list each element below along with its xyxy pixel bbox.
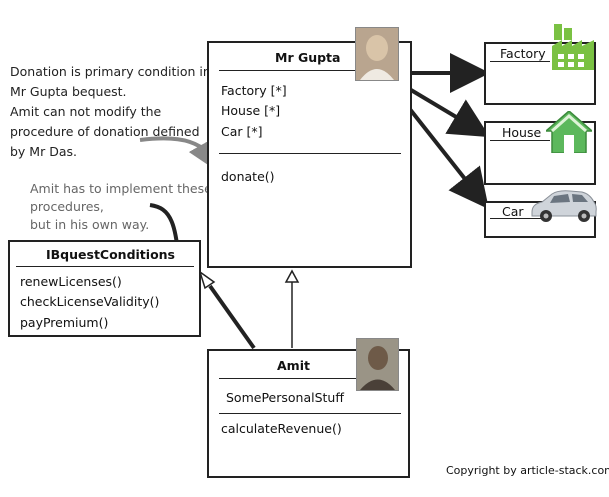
copyright-text: Copyright by article-stack.com: [446, 464, 609, 477]
method: calculateRevenue(): [221, 421, 342, 436]
note-line: Amit has to implement these: [30, 181, 212, 196]
title-divider: [219, 378, 359, 379]
note-line: but in his own way.: [30, 217, 150, 232]
attribute: House [*]: [221, 103, 281, 118]
attribute: SomePersonalStuff: [226, 390, 344, 405]
method: payPremium(): [20, 315, 109, 330]
class-title: House: [502, 125, 542, 140]
note-line: procedures,: [30, 199, 104, 214]
person-photo-icon: [355, 27, 399, 81]
class-factory[interactable]: Factory: [484, 42, 596, 105]
house-icon: [543, 110, 595, 157]
attribute: Car [*]: [221, 124, 263, 139]
note-line: by Mr Das.: [10, 144, 77, 159]
amit-note: Amit has to implement these procedures, …: [30, 180, 212, 234]
note-line: Donation is primary condition in: [10, 64, 211, 79]
method: renewLicenses(): [20, 274, 122, 289]
association-house: [409, 88, 490, 138]
note-line: Amit can not modify the: [10, 104, 162, 119]
class-title: Amit: [277, 358, 310, 373]
donation-note: Donation is primary condition in Mr Gupt…: [10, 62, 211, 162]
note-line: procedure of donation defined: [10, 124, 200, 139]
attribute: Factory [*]: [221, 83, 287, 98]
car-icon: [530, 188, 598, 228]
method: checkLicenseValidity(): [20, 294, 160, 309]
association-car: [407, 106, 489, 210]
title-divider: [219, 70, 359, 71]
title-divider: [16, 266, 194, 267]
note-line: Mr Gupta bequest.: [10, 84, 127, 99]
realization-line: [208, 284, 256, 350]
section-divider: [219, 413, 401, 414]
title-divider: [490, 218, 550, 219]
class-title: Mr Gupta: [275, 50, 341, 65]
class-title: Factory: [500, 46, 546, 61]
factory-icon: [552, 24, 594, 74]
title-divider: [490, 61, 550, 62]
interface-title: IBquestConditions: [46, 247, 175, 262]
method: donate(): [221, 169, 275, 184]
title-divider: [490, 140, 550, 141]
person-photo-icon: [356, 338, 399, 391]
section-divider: [219, 153, 401, 154]
realization-arrowhead: [198, 270, 216, 290]
class-title: Car: [502, 204, 524, 219]
inheritance-arrowhead: [284, 269, 300, 283]
interface-ibquest-conditions[interactable]: IBquestConditions renewLicenses() checkL…: [8, 240, 201, 337]
class-house[interactable]: House: [484, 121, 596, 185]
